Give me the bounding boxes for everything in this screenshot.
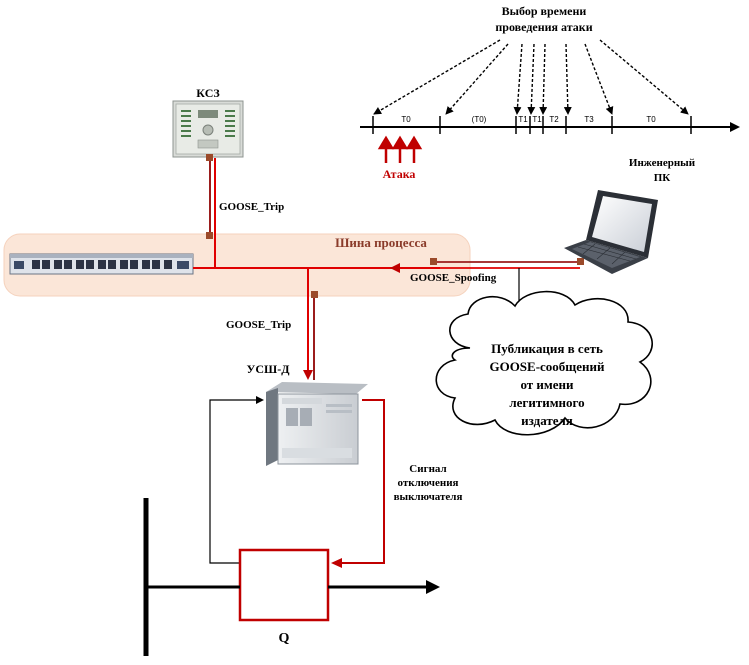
process-bus-band xyxy=(3,233,471,297)
feeder-arrow xyxy=(426,580,440,594)
goose-trip-lower-label: GOOSE_Trip xyxy=(226,319,291,331)
segment-label: T0 xyxy=(646,115,656,124)
attack-label: Атака xyxy=(383,167,416,181)
usch-label: УСШ-Д xyxy=(247,362,291,376)
ksz-device xyxy=(172,100,244,158)
engineering-pc-icon xyxy=(564,190,658,274)
trip-signal-line xyxy=(331,399,385,568)
segment-label: T0 xyxy=(401,115,411,124)
timing-selection-arrows xyxy=(373,39,689,115)
cloud-line-2: GOOSE-сообщений xyxy=(489,359,605,374)
goose-spoofing-label: GOOSE_Spoofing xyxy=(410,272,497,284)
attack-timeline: Выбор времени проведения атаки T0 (T0) T… xyxy=(360,4,740,181)
segment-label: T1 xyxy=(532,115,542,124)
pc-label-line2: ПК xyxy=(654,172,671,184)
pc-label-line1: Инженерный xyxy=(629,157,696,169)
breaker-label: Q xyxy=(279,631,290,646)
process-bus-label: Шина процесса xyxy=(335,235,427,250)
trip-signal-line2: отключения xyxy=(398,477,459,489)
segment-label: T1 xyxy=(518,115,528,124)
breaker-q xyxy=(238,548,330,622)
segment-label: T2 xyxy=(549,115,559,124)
network-switch xyxy=(9,253,194,275)
timeline-title-line1: Выбор времени xyxy=(502,4,587,18)
cloud-line-1: Публикация в сеть xyxy=(491,341,603,356)
cloud-callout: Публикация в сеть GOOSE-сообщений от име… xyxy=(435,290,653,436)
goose-connections xyxy=(193,154,584,380)
cloud-line-4: легитимного xyxy=(509,395,584,410)
timeline-segment-labels: T0 (T0) T1 T1 T2 T3 T0 xyxy=(401,115,656,124)
trip-signal-line3: выключателя xyxy=(394,491,463,503)
cloud-line-5: издателя xyxy=(521,413,573,428)
attack-arrows xyxy=(377,135,423,163)
timeline-title-line2: проведения атаки xyxy=(495,20,592,34)
trip-signal-line1: Сигнал xyxy=(409,463,446,475)
segment-label: (T0) xyxy=(472,115,487,124)
usch-device xyxy=(266,382,368,466)
ksz-label: КСЗ xyxy=(196,86,219,100)
segment-label: T3 xyxy=(584,115,594,124)
timeline-ticks xyxy=(372,116,692,134)
control-loop xyxy=(209,396,264,564)
goose-trip-upper-label: GOOSE_Trip xyxy=(219,201,284,213)
cloud-line-3: от имени xyxy=(520,377,574,392)
